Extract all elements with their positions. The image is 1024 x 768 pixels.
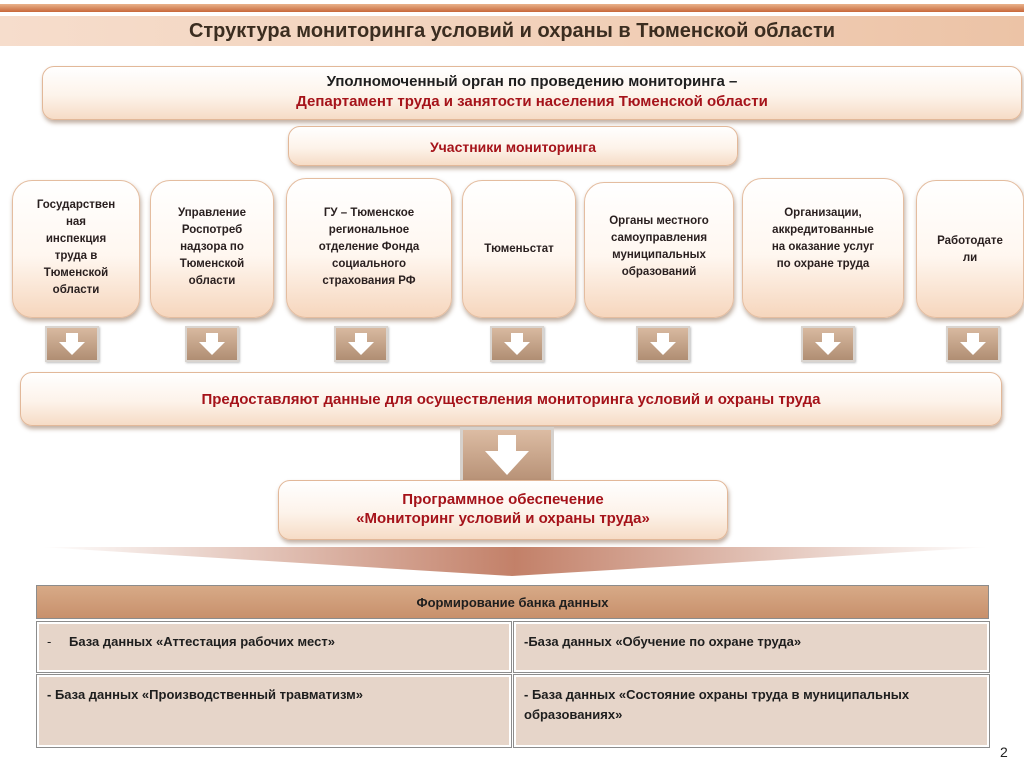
db-cell-text: - База данных «Состояние охраны труда в … xyxy=(524,687,910,722)
participants-label-box: Участники мониторинга xyxy=(288,126,738,166)
down-arrow-icon xyxy=(636,326,690,362)
participant-label: Организации, аккредитованные на оказание… xyxy=(771,207,875,270)
participant-label: Тюменьстат xyxy=(484,242,554,255)
participant-labor-inspection: Государствен ная инспекция труда в Тюмен… xyxy=(12,180,140,318)
participant-employers: Работодате ли xyxy=(916,180,1024,318)
db-cell-injuries: - База данных «Производственный травмати… xyxy=(36,674,512,748)
participant-label: ГУ – Тюменское региональное отделение Фо… xyxy=(318,207,420,287)
participant-label: Работодате ли xyxy=(937,235,1003,264)
databank-header: Формирование банка данных xyxy=(36,585,989,619)
page-number: 2 xyxy=(1000,744,1008,760)
software-box: Программное обеспечение «Мониторинг усло… xyxy=(278,480,728,540)
down-arrow-icon xyxy=(185,326,239,362)
db-cell-text: - База данных «Производственный травмати… xyxy=(47,687,363,702)
participant-label: Государствен ная инспекция труда в Тюмен… xyxy=(36,199,116,296)
participant-label: Органы местного самоуправления муниципал… xyxy=(609,215,709,278)
db-cell-attestation: - База данных «Аттестация рабочих мест» xyxy=(36,621,512,673)
db-cell-training: -База данных «Обучение по охране труда» xyxy=(513,621,990,673)
authority-box: Уполномоченный орган по проведению монит… xyxy=(42,66,1022,120)
down-arrow-icon xyxy=(45,326,99,362)
db-cell-text: База данных «Аттестация рабочих мест» xyxy=(69,634,335,649)
down-arrow-icon xyxy=(946,326,1000,362)
participant-local-government: Органы местного самоуправления муниципал… xyxy=(584,182,734,318)
funnel-wedge xyxy=(40,547,990,576)
db-cell-text: -База данных «Обучение по охране труда» xyxy=(524,634,802,649)
authority-line2: Департамент труда и занятости населения … xyxy=(296,93,768,110)
down-arrow-icon xyxy=(801,326,855,362)
db-cell-municipal-state: - База данных «Состояние охраны труда в … xyxy=(513,674,990,748)
title-band xyxy=(0,16,1024,46)
participant-social-insurance-fund: ГУ – Тюменское региональное отделение Фо… xyxy=(286,178,452,318)
page-title: Структура мониторинга условий и охраны в… xyxy=(188,20,836,42)
top-accent-bar xyxy=(0,4,1024,12)
participant-tyumenstat: Тюменьстат xyxy=(462,180,576,318)
down-arrow-icon xyxy=(334,326,388,362)
participant-label: Управление Роспотреб надзора по Тюменско… xyxy=(178,207,246,287)
software-line1: Программное обеспечение xyxy=(402,491,604,508)
provide-data-box: Предоставляют данные для осуществления м… xyxy=(20,372,1002,426)
down-arrow-icon xyxy=(490,326,544,362)
authority-line1: Уполномоченный орган по проведению монит… xyxy=(326,73,738,90)
down-arrow-icon xyxy=(460,427,554,483)
participant-rospotrebnadzor: Управление Роспотреб надзора по Тюменско… xyxy=(150,180,274,318)
software-line2: «Мониторинг условий и охраны труда» xyxy=(356,510,650,527)
list-dash: - xyxy=(47,634,52,649)
participant-accredited-orgs: Организации, аккредитованные на оказание… xyxy=(742,178,904,318)
